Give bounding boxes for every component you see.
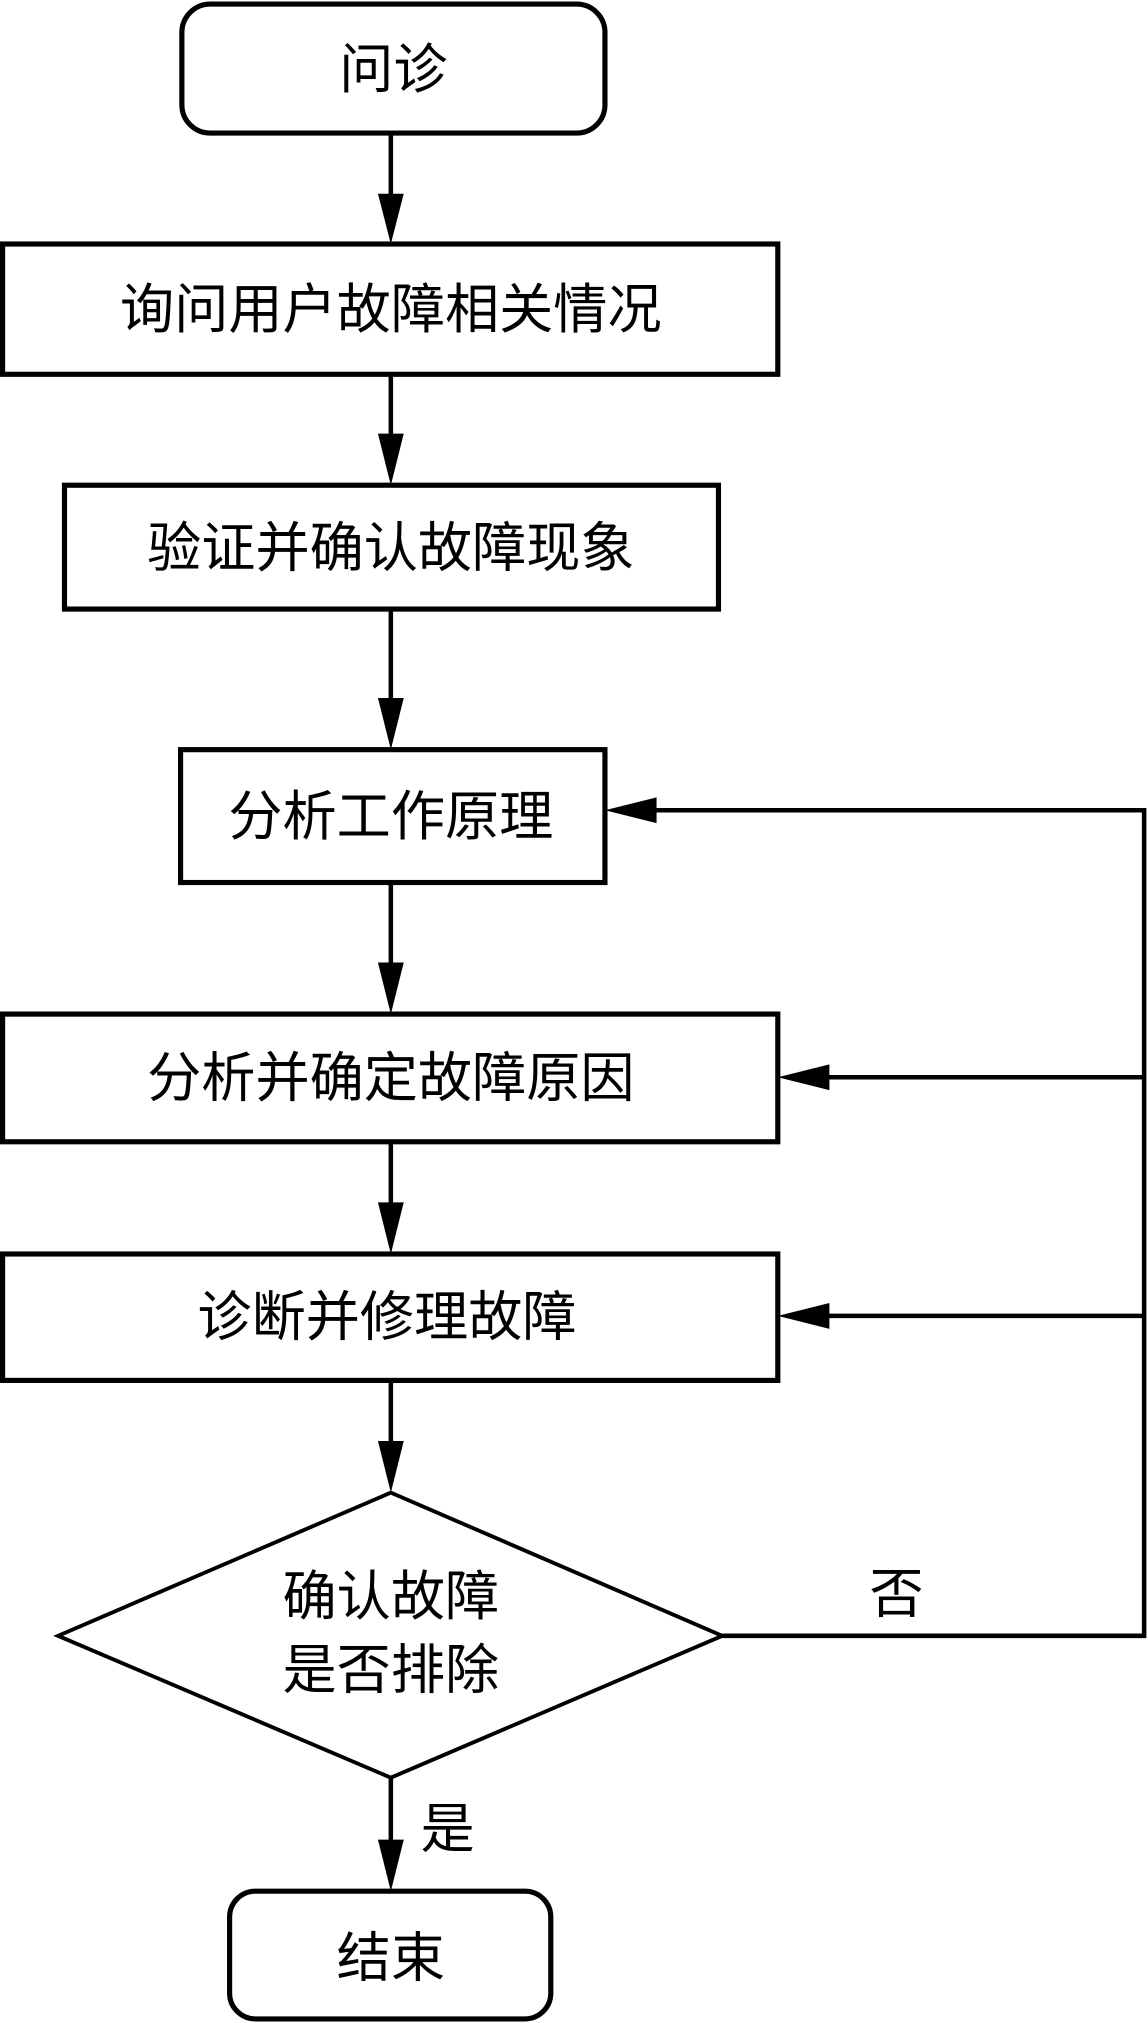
decision-label-line2: 是否排除 [283, 1639, 500, 1702]
edge-label-no: 否 [869, 1563, 923, 1626]
decision-label-line1: 确认故障 [283, 1565, 500, 1628]
start-label: 问诊 [339, 38, 447, 101]
arrowhead-down [377, 1441, 404, 1493]
arrowhead-down [377, 193, 404, 245]
step-diagnose-repair-label: 诊断并修理故障 [197, 1285, 576, 1348]
arrowhead-left [604, 797, 657, 824]
step-determine-cause-label: 分析并确定故障原因 [147, 1047, 634, 1110]
edge-label-yes: 是 [421, 1797, 475, 1860]
end-label: 结束 [337, 1926, 445, 1989]
start-terminal [179, 1, 608, 136]
end-terminal [227, 1888, 554, 2022]
arrowhead-down [377, 433, 404, 486]
arrowhead-left [777, 1064, 830, 1091]
arrowhead-down [377, 962, 404, 1015]
arrowhead-left [777, 1303, 830, 1329]
step-ask-user-label: 询问用户故障相关情况 [120, 278, 662, 341]
step-analyze-principle-label: 分析工作原理 [228, 785, 553, 848]
decision-diamond [53, 1490, 728, 1780]
step-verify-symptom-label: 验证并确认故障现象 [147, 516, 634, 579]
arrowhead-down [377, 1202, 404, 1254]
arrowhead-down [377, 698, 404, 750]
edge-no-loop [644, 808, 1147, 1639]
arrowhead-down [377, 1839, 404, 1892]
